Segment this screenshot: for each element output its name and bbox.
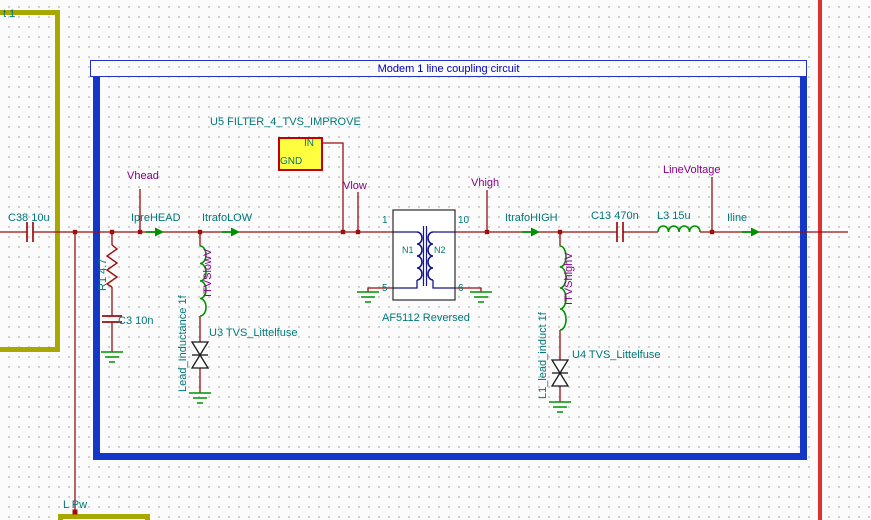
filter-pin-gnd-label: GND — [280, 156, 303, 167]
sheet-symbol-right-border[interactable] — [800, 77, 807, 460]
page-boundary-line — [818, 0, 822, 520]
transformer-pin10-number: 10 — [458, 215, 470, 226]
net-label-itvs-low[interactable]: ITVSlowV — [202, 248, 214, 297]
transformer-core — [422, 226, 428, 286]
inductor-l3-symbol[interactable] — [657, 225, 701, 233]
cap-c3-symbol[interactable] — [102, 315, 122, 323]
resistor-r1-symbol[interactable] — [105, 244, 119, 288]
tvs-diodes[interactable] — [190, 341, 570, 387]
transformer-symbol[interactable] — [392, 209, 456, 301]
label-r1[interactable]: R1 4.7 — [97, 258, 109, 291]
net-label-vlow[interactable]: Vlow — [343, 180, 367, 192]
junction-dots — [72, 229, 715, 515]
probe-stubs[interactable] — [139, 177, 713, 232]
cap-c13-symbol[interactable] — [616, 222, 624, 242]
current-arrow-ipre-head[interactable] — [146, 227, 164, 237]
xfmr-ground-leads[interactable] — [367, 287, 482, 292]
transformer-n1-label: N1 — [402, 245, 414, 255]
block-label-bottom-left[interactable]: L Pw — [63, 499, 88, 511]
net-label-line-voltage[interactable]: LineVoltage — [663, 164, 721, 176]
label-l3[interactable]: L3 15u — [657, 210, 691, 222]
current-label-itrafo-low[interactable]: ItrafoLOW — [202, 212, 253, 224]
inductors[interactable] — [199, 225, 701, 331]
ground-r1[interactable] — [101, 351, 123, 363]
capacitors[interactable] — [26, 222, 624, 323]
ground-symbols[interactable] — [101, 291, 571, 413]
label-u5-filter[interactable]: U5 FILTER_4_TVS_IMPROVE — [210, 116, 361, 128]
current-label-iline[interactable]: Iline — [727, 212, 748, 224]
wires[interactable] — [0, 142, 848, 514]
hier-block-top-left[interactable] — [0, 10, 60, 352]
label-c13[interactable]: C13 470n — [591, 210, 639, 222]
ground-u4[interactable] — [549, 401, 571, 413]
filter-in-wire[interactable] — [322, 142, 344, 232]
current-label-ipre-head[interactable]: IpreHEAD — [131, 212, 181, 224]
transformer-winding-n2 — [427, 231, 434, 281]
port-pin-bottom-left[interactable] — [72, 509, 78, 515]
block-label-top-left[interactable]: t 1 — [3, 8, 16, 20]
sheet-symbol-bottom-border[interactable] — [93, 453, 807, 460]
current-arrow-iline[interactable] — [742, 227, 760, 237]
transformer-n2-label: N2 — [434, 245, 446, 255]
filter-block-body[interactable] — [278, 137, 323, 171]
ground-xfmr-left[interactable] — [357, 291, 379, 303]
label-l1[interactable]: L1_lead_induct 1f — [537, 312, 549, 399]
current-label-itrafo-high[interactable]: ItrafoHIGH — [505, 212, 558, 224]
transformer-pin6-number: 6 — [458, 283, 464, 294]
cap-c38-symbol[interactable] — [26, 222, 34, 242]
ground-xfmr-right[interactable] — [470, 291, 492, 303]
sheet-symbol-title-strip[interactable]: Modem 1 line coupling circuit — [90, 60, 807, 77]
label-transformer[interactable]: AF5112 Reversed — [382, 312, 470, 324]
transformer-pin1-number: 1 — [382, 215, 388, 226]
net-label-vhigh[interactable]: Vhigh — [471, 177, 500, 189]
label-c38[interactable]: C38 10u — [8, 212, 50, 224]
sheet-symbol-title: Modem 1 line coupling circuit — [377, 62, 520, 75]
transformer-winding-n1 — [416, 231, 423, 281]
filter-pin-in-label: IN — [304, 138, 314, 149]
hier-block-bottom-left[interactable] — [58, 514, 150, 520]
tvs-u3-symbol[interactable] — [190, 341, 210, 369]
label-c3[interactable]: C3 10n — [118, 315, 154, 327]
label-u4[interactable]: U4 TVS_Littelfuse — [572, 349, 661, 361]
inductor-l1-symbol[interactable] — [559, 245, 567, 331]
label-lead-inductance[interactable]: Lead_Inductance 1f — [177, 295, 189, 392]
sheet-symbol-left-border[interactable] — [93, 77, 100, 460]
ground-u3[interactable] — [189, 392, 211, 404]
label-u3[interactable]: U3 TVS_Littelfuse — [209, 327, 298, 339]
current-arrows[interactable] — [146, 227, 760, 237]
net-label-vhead[interactable]: Vhead — [127, 170, 159, 182]
tvs-u4-symbol[interactable] — [550, 359, 570, 387]
current-arrow-itrafo-low[interactable] — [222, 227, 240, 237]
transformer-leads — [393, 231, 455, 289]
inductor-lead-inductance-symbol[interactable] — [199, 245, 207, 317]
current-arrow-itrafo-high[interactable] — [522, 227, 540, 237]
net-label-itvs-high[interactable]: ITVShighV — [563, 252, 575, 305]
transformer-pin5-number: 5 — [382, 283, 388, 294]
